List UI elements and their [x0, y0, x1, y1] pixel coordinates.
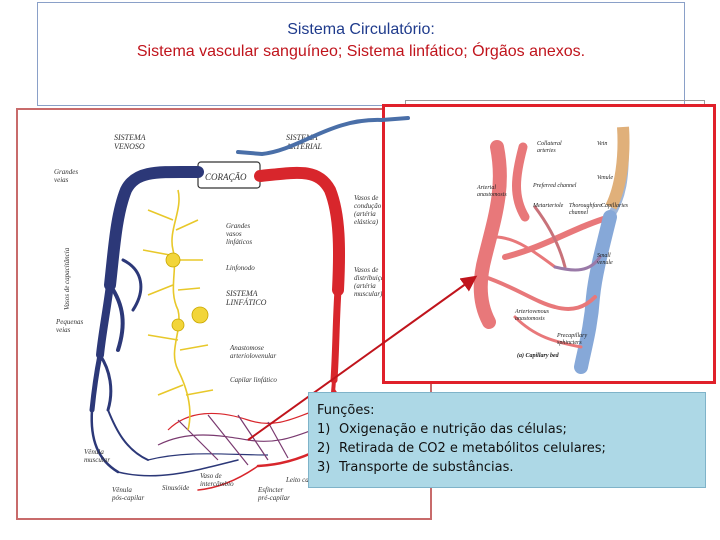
label-sistema-arterial-1: SISTEMA [286, 133, 318, 142]
label-vasos-distribuicao-4: muscular) [354, 290, 383, 298]
label-sistema-arterial-2: ARTERIAL [285, 142, 323, 151]
label-venula-muscular-2: muscular [84, 456, 110, 464]
function-item-text: Oxigenação e nutrição das células; [339, 422, 567, 437]
label-arteriovenous-1: Arteriovenous [514, 309, 550, 315]
title-line-2: Sistema vascular sanguíneo; Sistema linf… [136, 43, 586, 60]
label-vasos-capacitancia: Vasos de capacitância [63, 247, 71, 310]
label-venula-pos-capilar-1: Vênula [112, 486, 132, 494]
title-line-1: Sistema Circulatório: [287, 21, 435, 38]
label-pequenas-veias-2: veias [56, 326, 71, 334]
label-anastomose-1: Anastomose [229, 344, 264, 352]
label-arteriovenous-2: anastomosis [515, 316, 545, 322]
label-venule: Venule [597, 175, 613, 181]
label-thoroughfare-2: channel [569, 210, 588, 216]
lymph-nodes [165, 252, 209, 332]
label-sistema-venoso-1: SISTEMA [114, 133, 146, 142]
functions-heading: Funções: [317, 403, 375, 418]
label-collateral-2: arteries [537, 148, 556, 154]
label-thoroughfare-1: Thoroughfare [569, 202, 602, 209]
function-item: 1) Oxigenação e nutrição das células; [317, 420, 697, 439]
function-item-number: 2) [317, 441, 331, 456]
label-vasos-conducao-1: Vasos de [354, 194, 378, 202]
label-arterial-anastomosis-2: anastomosis [477, 192, 507, 198]
label-venula-muscular-1: Vênula [84, 448, 104, 456]
title-box: Sistema Circulatório: Sistema vascular s… [37, 2, 685, 106]
label-venula-pos-capilar-2: pós-capilar [111, 494, 145, 502]
venous-system [89, 165, 239, 477]
label-grandes-veias-2: veias [54, 176, 69, 184]
label-collateral-1: Collateral [537, 141, 562, 147]
vein-vessel [605, 126, 630, 210]
label-precapillary-2: sphincters [557, 340, 582, 346]
label-pequenas-veias-1: Pequenas [55, 318, 83, 326]
lymphatic-system [142, 189, 214, 431]
label-esfincter-2: pré-capilar [257, 494, 290, 502]
label-small-venule-2: venule [597, 260, 613, 266]
function-item-number: 1) [317, 422, 331, 437]
label-vein: Vein [597, 141, 607, 147]
functions-box: Funções: 1) Oxigenação e nutrição das cé… [308, 392, 706, 488]
label-vasos-linfaticos-2: vasos [226, 230, 242, 238]
capillary-bed-panel: Collateral arteries Vein Venule Arterial… [382, 104, 716, 384]
label-vaso-intercambio-2: intercâmbio [200, 480, 234, 488]
function-item: 2) Retirada de CO2 e metabólitos celular… [317, 439, 697, 458]
label-vasos-linfaticos-3: linfáticos [226, 238, 252, 246]
label-leito: Leito ca [285, 476, 309, 484]
capillary-labels: Collateral arteries Vein Venule Arterial… [476, 141, 629, 359]
label-linfonodo: Linfonodo [225, 264, 255, 272]
label-esfincter-1: Esfíncter [257, 486, 284, 494]
label-vaso-intercambio-1: Vaso de [200, 472, 222, 480]
label-precapillary-1: Precapillary [556, 333, 587, 339]
label-anastomose-2: arteriolovenular [230, 352, 277, 360]
label-vasos-distribuicao-3: (artéria [354, 282, 376, 290]
label-sistema-linfatico-2: LINFÁTICO [225, 297, 267, 307]
label-vasos-conducao-3: (artéria [354, 210, 376, 218]
label-capilar-linfatico: Capilar linfático [230, 376, 277, 384]
capillary-bed [147, 409, 319, 466]
label-vasos-distribuicao-1: Vasos de [354, 266, 378, 274]
label-grandes-veias-1: Grandes [54, 168, 78, 176]
label-sistema-venoso-2: VENOSO [114, 142, 145, 151]
label-vasos-conducao-4: elástica) [354, 218, 379, 226]
label-sinusoide: Sinusóide [162, 484, 189, 492]
circulatory-diagram: CORAÇÃO [54, 133, 388, 502]
function-item-number: 3) [317, 460, 331, 475]
label-coracao: CORAÇÃO [205, 172, 247, 182]
label-preferred-channel: Preferred channel [532, 182, 577, 189]
label-metarteriole: Metarteriole [532, 203, 564, 209]
function-item-text: Transporte de substâncias. [339, 460, 514, 475]
label-small-venule-1: Small [597, 253, 611, 259]
label-vasos-linfaticos-1: Grandes [226, 222, 250, 230]
label-arterial-anastomosis-1: Arterial [476, 185, 496, 191]
function-item: 3) Transporte de substâncias. [317, 458, 697, 477]
label-capillaries: Capillaries [601, 203, 629, 209]
capillary-bed-diagram: Collateral arteries Vein Venule Arterial… [473, 126, 630, 374]
label-capillary-bed-caption: (a) Capillary bed [517, 352, 560, 359]
label-vasos-conducao-2: condução [354, 202, 382, 210]
function-item-text: Retirada de CO2 e metabólitos celulares; [339, 441, 606, 456]
label-sistema-linfatico-1: SISTEMA [226, 289, 258, 298]
